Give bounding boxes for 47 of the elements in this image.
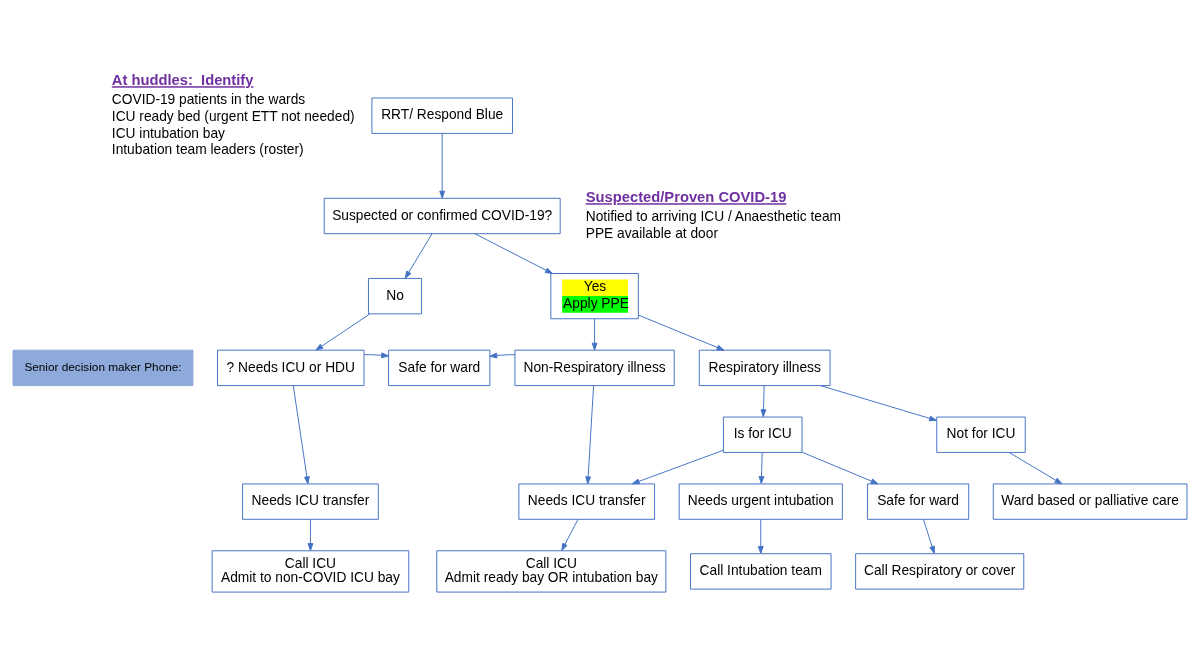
node-box: Needs urgent intubation — [678, 483, 843, 520]
arrow — [439, 133, 446, 199]
arrow — [820, 385, 937, 422]
label: Suspected/Proven COVID-19 — [585, 189, 787, 206]
node-box: Call ICU Admit ready bay OR intubation bay — [436, 550, 667, 593]
node-box: Not for ICU — [936, 416, 1026, 453]
arrow — [474, 233, 553, 274]
arrow — [292, 385, 310, 485]
arrow — [363, 352, 389, 359]
label: Intubation team leaders (roster) — [111, 142, 304, 158]
node-box: Ward based or palliative care — [992, 483, 1188, 520]
node-box: Call Respiratory or cover — [855, 553, 1025, 590]
arrow — [760, 385, 767, 418]
node-box: Safe for ward — [866, 483, 970, 520]
arrow — [1008, 452, 1063, 485]
arrow — [489, 352, 516, 359]
arrow — [404, 233, 433, 279]
label: PPE available at door — [585, 225, 718, 241]
arrow — [307, 518, 314, 551]
label: COVID-19 patients in the wards — [111, 92, 306, 108]
node-box: No — [367, 277, 423, 315]
arrow — [585, 385, 595, 485]
node-box: Needs ICU transfer — [242, 483, 379, 520]
label: ICU intubation bay — [111, 125, 225, 141]
node-box: Is for ICU — [722, 416, 803, 453]
arrow — [757, 518, 764, 554]
label: ICU ready bed (urgent ETT not needed) — [111, 108, 355, 124]
label: At huddles: Identify — [111, 72, 254, 89]
arrow — [561, 518, 579, 551]
node-box: RRT/ Respond Blue — [371, 97, 513, 134]
node-box: Respiratory illness — [698, 349, 831, 387]
node-box: Needs ICU transfer — [518, 483, 656, 520]
node-box: Non-Respiratory illness — [514, 349, 675, 387]
arrow — [922, 518, 935, 554]
node-box: Safe for ward — [388, 349, 491, 387]
node-box: Call Intubation team — [689, 553, 832, 590]
arrow — [637, 314, 725, 351]
arrow — [758, 452, 765, 484]
node-box: Suspected or confirmed COVID-19? — [323, 197, 561, 235]
node-box: ? Needs ICU or HDU — [217, 349, 365, 387]
node-box: Senior decision maker Phone: — [12, 349, 194, 387]
node-box: Call ICU Admit to non-COVID ICU bay — [211, 550, 410, 593]
arrow — [591, 318, 598, 351]
arrow — [631, 449, 724, 485]
arrow — [315, 313, 371, 351]
arrow — [801, 451, 879, 485]
label: Notified to arriving ICU / Anaesthetic team — [585, 209, 842, 225]
